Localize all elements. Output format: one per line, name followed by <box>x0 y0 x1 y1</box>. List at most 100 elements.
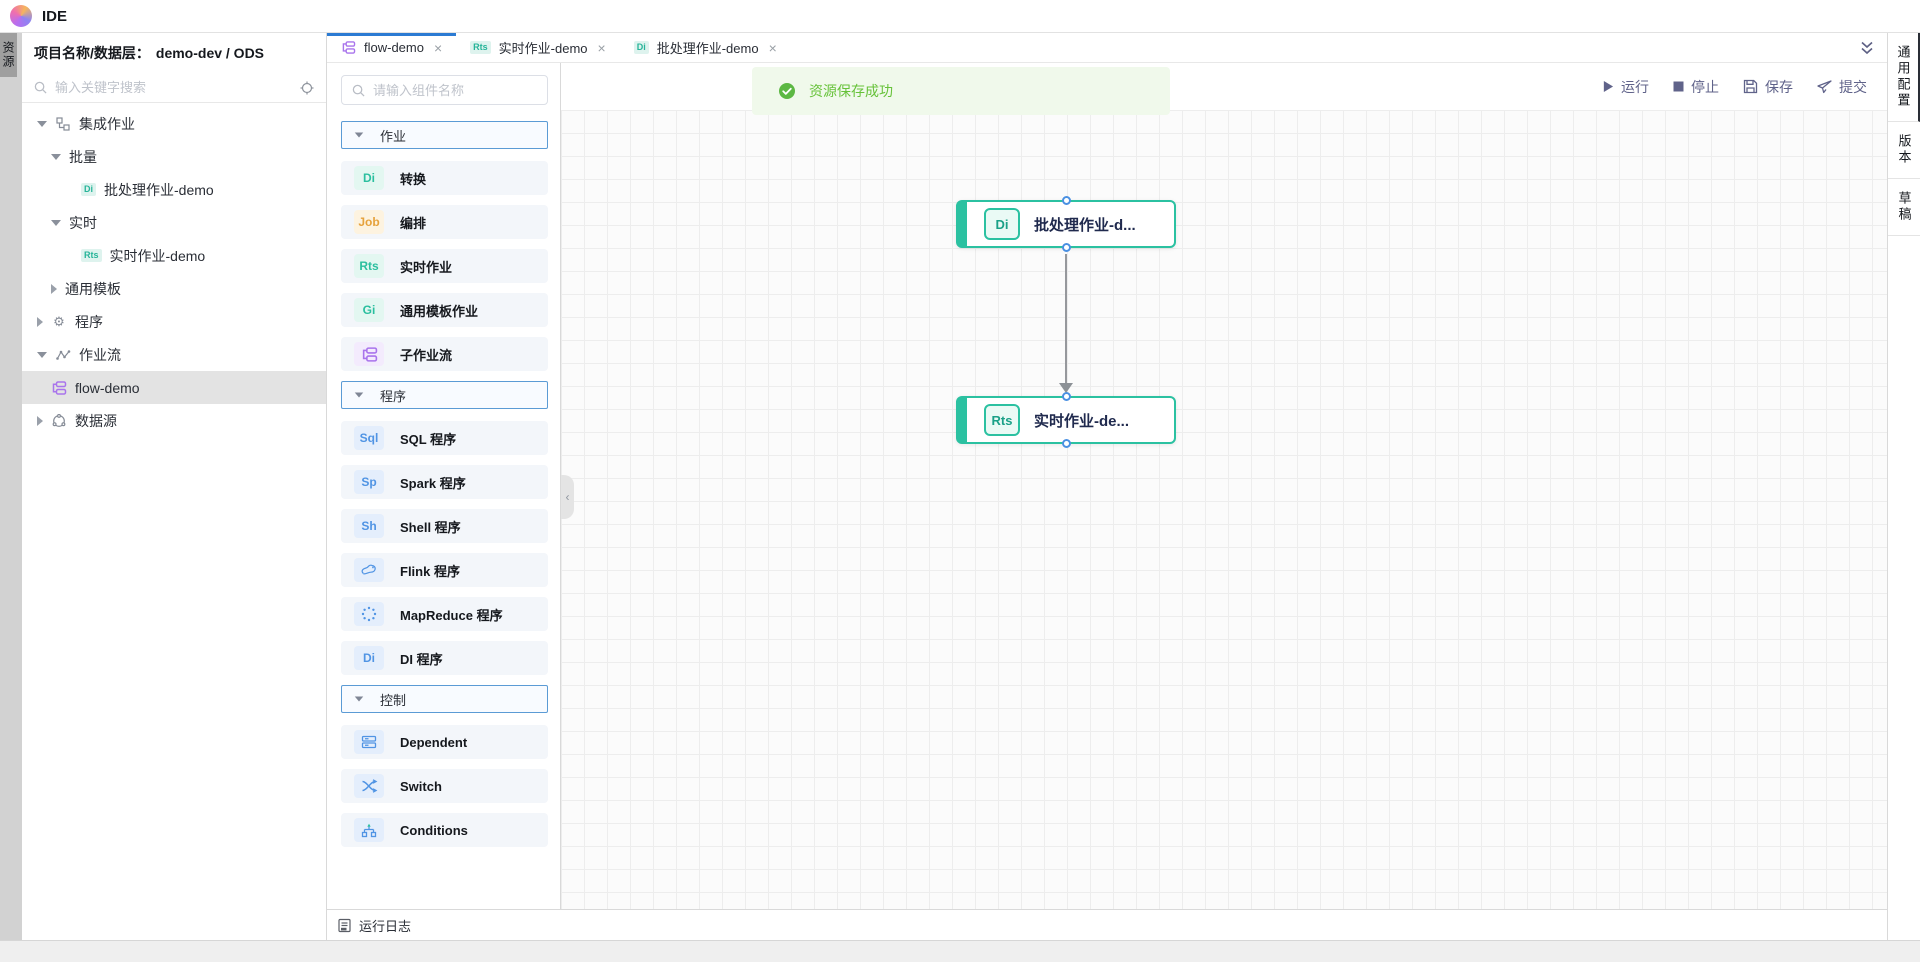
workflow-canvas[interactable]: 运行 停止 保存 <box>561 63 1887 909</box>
close-icon[interactable]: × <box>597 39 606 56</box>
tab-flow-demo[interactable]: flow-demo × <box>327 33 456 62</box>
resource-panel-tab[interactable]: 资源 <box>0 33 17 77</box>
resource-tree: 集成作业 批量 Di 批处理作业-demo 实时 Rts 实时作业-demo <box>22 103 326 437</box>
subworkflow-purple-icon <box>341 41 356 54</box>
palette-collapse-handle[interactable]: ‹ <box>561 475 574 519</box>
node-label: 批处理作业-d... <box>1034 216 1136 234</box>
gi-badge: Gi <box>354 298 384 322</box>
palette-item-conditions[interactable]: Conditions <box>341 813 548 847</box>
tree-item-workflows[interactable]: 作业流 <box>22 338 326 371</box>
tab-label: 实时作业-demo <box>498 41 588 56</box>
panel-tab-versions[interactable]: 版本 <box>1888 122 1920 179</box>
tab-batch-job-demo[interactable]: Di 批处理作业-demo × <box>620 33 791 62</box>
node-accent-bar <box>957 201 967 247</box>
run-label: 运行 <box>1621 78 1649 95</box>
collapse-arrow-icon[interactable] <box>51 283 57 294</box>
palette-item-orchestration[interactable]: Job 编排 <box>341 205 548 239</box>
collapse-all-tabs-button[interactable] <box>1859 33 1887 62</box>
tab-label: flow-demo <box>364 40 424 55</box>
save-button[interactable]: 保存 <box>1743 77 1793 97</box>
palette-search-input[interactable] <box>373 82 537 98</box>
panel-tab-drafts[interactable]: 草稿 <box>1888 179 1920 236</box>
tree-item-label: 作业流 <box>79 346 121 363</box>
stop-button[interactable]: 停止 <box>1673 77 1719 97</box>
collapse-arrow-icon[interactable] <box>37 415 43 426</box>
close-icon[interactable]: × <box>433 39 443 56</box>
sidebar-search-input[interactable] <box>55 80 292 95</box>
palette-item-subworkflow[interactable]: 子作业流 <box>341 337 548 371</box>
tree-item-realtime-job-demo[interactable]: Rts 实时作业-demo <box>22 239 326 272</box>
edge-connector[interactable] <box>1065 254 1067 385</box>
app-logo-icon <box>10 5 32 27</box>
port-bottom[interactable] <box>1062 243 1071 252</box>
section-title: 程序 <box>380 388 407 404</box>
play-icon <box>1602 80 1614 93</box>
collapse-arrow-icon[interactable] <box>37 316 43 327</box>
tree-item-integration-jobs[interactable]: 集成作业 <box>22 107 326 140</box>
status-strip <box>0 940 1920 962</box>
search-icon <box>352 84 365 97</box>
tree-item-realtime-folder[interactable]: 实时 <box>22 206 326 239</box>
section-control[interactable]: 控制 <box>341 685 548 713</box>
editor-tabbar: flow-demo × Rts 实时作业-demo × Di 批处理作业-dem… <box>327 33 1887 63</box>
tab-realtime-job-demo[interactable]: Rts 实时作业-demo × <box>456 33 620 62</box>
port-top[interactable] <box>1062 196 1071 205</box>
palette-item-flink-program[interactable]: Flink 程序 <box>341 553 548 587</box>
palette-item-spark-program[interactable]: Sp Spark 程序 <box>341 465 548 499</box>
close-icon[interactable]: × <box>768 39 777 56</box>
dependent-stack-icon <box>354 730 384 754</box>
expand-arrow-icon <box>354 132 364 138</box>
run-log-bar[interactable]: 运行日志 <box>327 909 1887 940</box>
submit-button[interactable]: 提交 <box>1817 77 1867 97</box>
expand-arrow-icon[interactable] <box>37 351 47 358</box>
app-header: IDE <box>0 0 1920 33</box>
palette-item-di-program[interactable]: Di DI 程序 <box>341 641 548 675</box>
project-header: 项目名称/数据层： demo-dev / ODS <box>22 33 326 73</box>
submit-label: 提交 <box>1839 78 1867 95</box>
palette-item-realtime-job[interactable]: Rts 实时作业 <box>341 249 548 283</box>
palette-item-shell-program[interactable]: Sh Shell 程序 <box>341 509 548 543</box>
palette-item-label: Switch <box>400 778 442 794</box>
palette-item-label: Dependent <box>400 734 468 750</box>
palette-item-dependent[interactable]: Dependent <box>341 725 548 759</box>
rts-type-badge: Rts <box>470 41 491 54</box>
tree-item-batch-job-demo[interactable]: Di 批处理作业-demo <box>22 173 326 206</box>
expand-arrow-icon[interactable] <box>37 120 47 127</box>
run-button[interactable]: 运行 <box>1602 77 1649 97</box>
palette-item-transform[interactable]: Di 转换 <box>341 161 548 195</box>
conditions-branch-icon <box>354 818 384 842</box>
port-top[interactable] <box>1062 392 1071 401</box>
tree-item-batch-folder[interactable]: 批量 <box>22 140 326 173</box>
component-palette: 作业 Di 转换 Job 编排 Rts 实时作业 Gi <box>327 63 561 909</box>
palette-item-sql-program[interactable]: Sql SQL 程序 <box>341 421 548 455</box>
palette-item-label: DI 程序 <box>400 651 443 667</box>
save-icon <box>1743 79 1758 94</box>
panel-tab-general-config[interactable]: 通用配置 <box>1888 33 1920 122</box>
node-batch-job[interactable]: Di 批处理作业-d... <box>956 196 1176 252</box>
section-jobs[interactable]: 作业 <box>341 121 548 149</box>
main-area: flow-demo × Rts 实时作业-demo × Di 批处理作业-dem… <box>327 33 1887 940</box>
tree-item-datasources[interactable]: 数据源 <box>22 404 326 437</box>
run-log-label: 运行日志 <box>359 918 412 934</box>
palette-item-label: 子作业流 <box>400 347 453 363</box>
tab-label: 批处理作业-demo <box>656 41 759 56</box>
search-icon <box>34 81 47 94</box>
tree-item-flow-demo[interactable]: flow-demo <box>22 371 326 404</box>
port-bottom[interactable] <box>1062 439 1071 448</box>
subworkflow-purple-icon <box>51 380 67 395</box>
di-badge: Di <box>354 166 384 190</box>
tree-item-generic-template[interactable]: 通用模板 <box>22 272 326 305</box>
integration-jobs-icon <box>55 116 71 131</box>
palette-item-label: Shell 程序 <box>400 519 461 535</box>
palette-item-mapreduce-program[interactable]: MapReduce 程序 <box>341 597 548 631</box>
section-programs[interactable]: 程序 <box>341 381 548 409</box>
palette-item-generic-template-job[interactable]: Gi 通用模板作业 <box>341 293 548 327</box>
locate-icon[interactable] <box>300 81 314 95</box>
palette-item-switch[interactable]: Switch <box>341 769 548 803</box>
expand-arrow-icon[interactable] <box>51 153 61 160</box>
node-realtime-job[interactable]: Rts 实时作业-de... <box>956 392 1176 448</box>
spark-badge: Sp <box>354 470 384 494</box>
tree-item-programs[interactable]: ⚙ 程序 <box>22 305 326 338</box>
expand-arrow-icon[interactable] <box>51 219 61 226</box>
